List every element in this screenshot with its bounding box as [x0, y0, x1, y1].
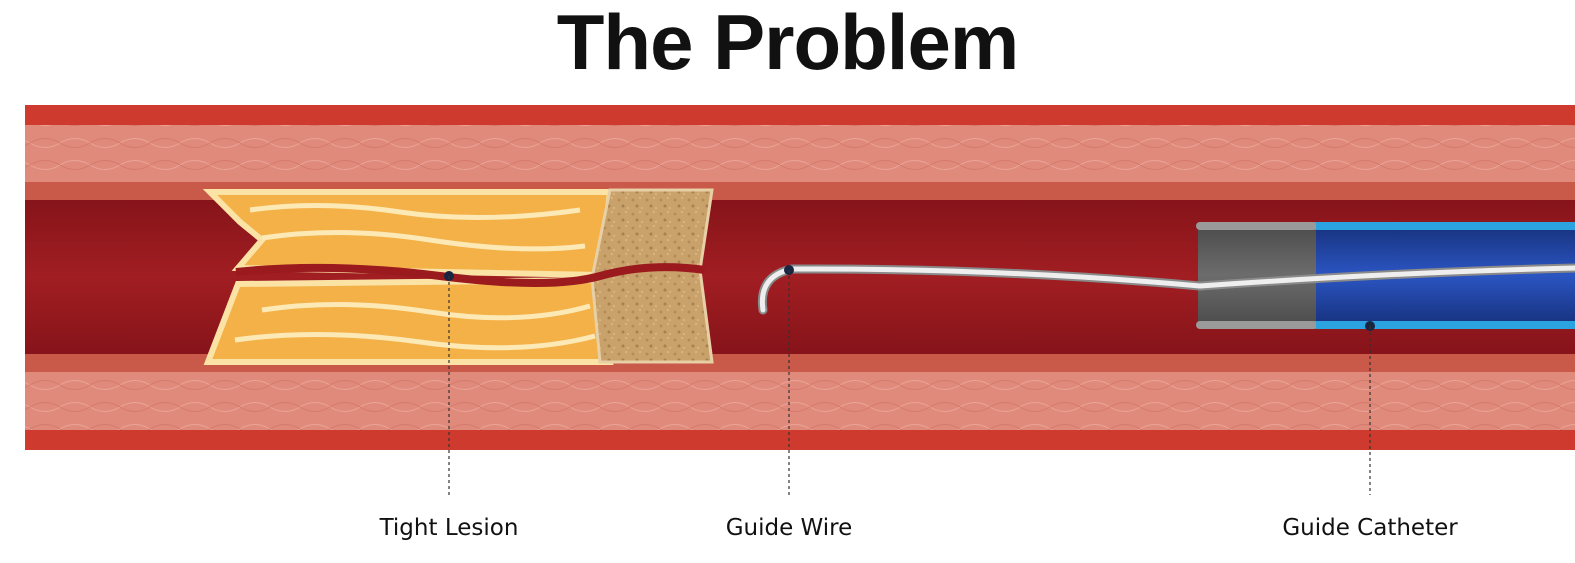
lesion-callout [444, 271, 454, 495]
page-title: The Problem [556, 0, 1019, 86]
catheter-callout [1365, 321, 1375, 495]
guide-wire-label: Guide Wire [726, 515, 853, 541]
lesion [202, 188, 714, 365]
guide-catheter-label: Guide Catheter [1282, 515, 1458, 541]
tight-lesion-label: Tight Lesion [379, 515, 519, 541]
wire-callout [784, 265, 794, 495]
vessel-wall [25, 105, 1575, 450]
